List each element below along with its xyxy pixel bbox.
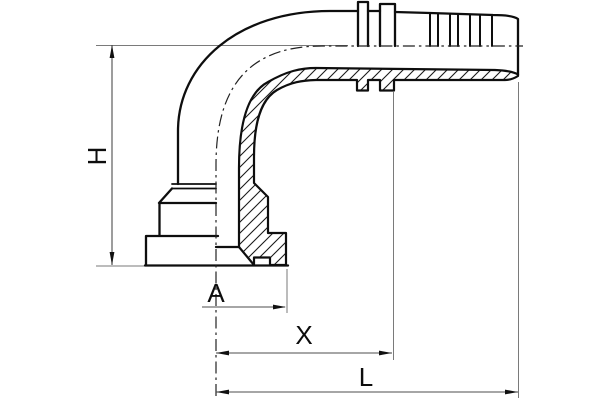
dimension-label-l: L	[359, 362, 373, 392]
h-arrow-up-icon	[109, 45, 115, 58]
weld-collar-lines	[171, 183, 217, 190]
a-arrow-right-icon	[273, 304, 286, 310]
dimension-label-h: H	[82, 147, 112, 166]
dimension-h: H	[82, 45, 115, 265]
hose-tail-top-and-end	[393, 10, 520, 77]
object-lines	[143, 0, 520, 267]
hose-stop-ring-1	[356, 0, 370, 48]
l-arrow-left-icon	[216, 389, 229, 395]
section-hatching	[237, 66, 520, 267]
dimension-label-x: X	[295, 320, 312, 350]
neck-and-flange-left-profile	[144, 187, 220, 267]
outer-bend-contour	[176, 9, 360, 186]
x-arrow-left-icon	[216, 350, 229, 356]
dimension-label-a: A	[207, 278, 225, 308]
hose-barb-serrations	[429, 13, 493, 47]
hose-stop-ring-2	[378, 2, 397, 48]
centerline	[215, 45, 523, 396]
h-arrow-down-icon	[109, 252, 115, 265]
l-arrow-right-icon	[505, 389, 518, 395]
dimension-x: X	[216, 320, 392, 356]
extension-lines	[96, 45, 519, 398]
x-arrow-right-icon	[379, 350, 392, 356]
dimension-a: A	[202, 278, 286, 310]
dimension-l: L	[216, 362, 518, 395]
